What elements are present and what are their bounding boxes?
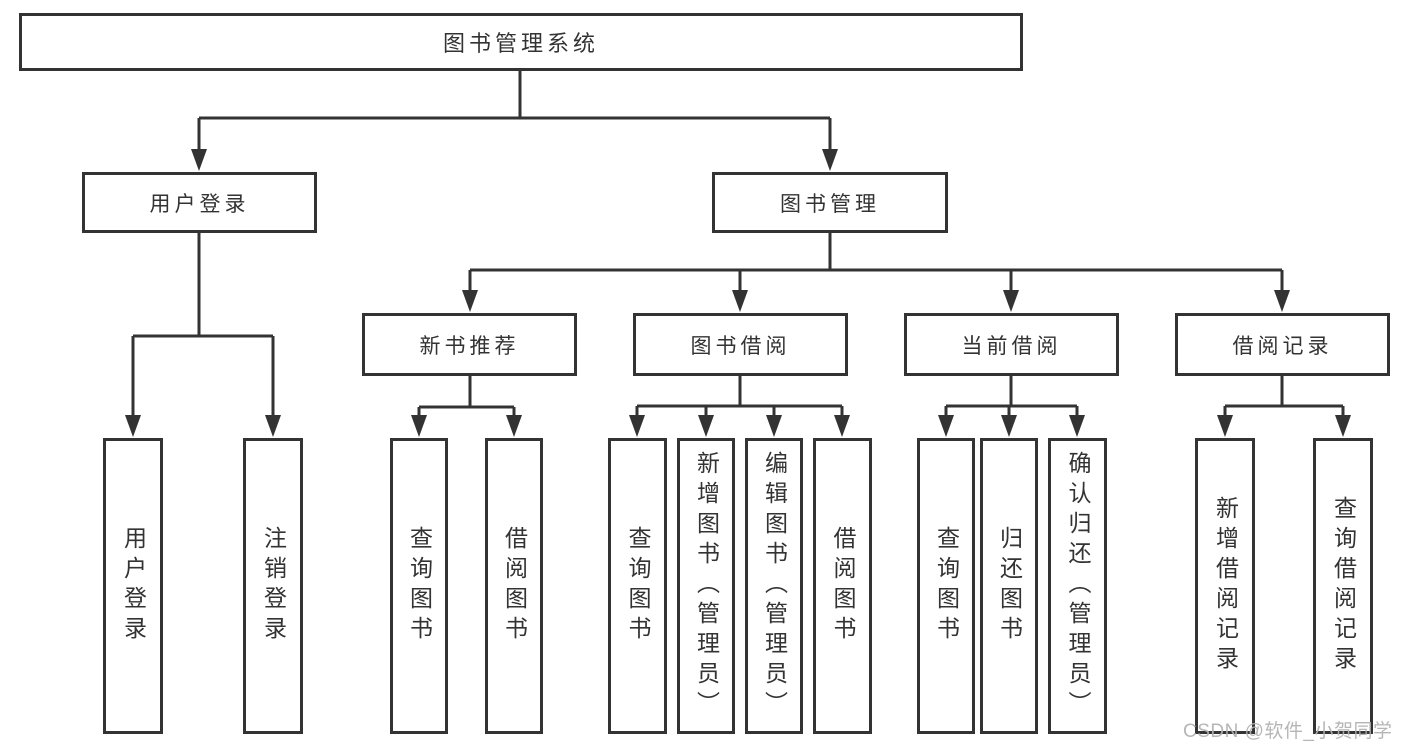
leaf-current-query-book: 查询图书 <box>917 438 975 734</box>
leaf-user-login-label: 用户登录 <box>120 526 147 646</box>
leaf-borrow-add-book-label: 新增图书（管理员） <box>693 451 720 721</box>
node-current-borrow: 当前借阅 <box>904 313 1119 376</box>
leaf-record-add-record-label: 新增借阅记录 <box>1212 496 1239 676</box>
leaf-record-query-record: 查询借阅记录 <box>1313 438 1373 734</box>
leaf-recommend-borrow-book-label: 借阅图书 <box>501 526 528 646</box>
leaf-logout-label: 注销登录 <box>260 526 287 646</box>
leaf-borrow-edit-book-label: 编辑图书（管理员） <box>761 451 788 721</box>
leaf-current-query-book-label: 查询图书 <box>933 526 960 646</box>
leaf-borrow-query-book-label: 查询图书 <box>625 526 651 646</box>
leaf-logout: 注销登录 <box>243 438 303 734</box>
node-root: 图书管理系统 <box>19 13 1023 71</box>
connector-borrow-record <box>1223 376 1345 417</box>
leaf-borrow-add-book: 新增图书（管理员） <box>677 438 735 734</box>
connector-root <box>197 71 832 151</box>
leaf-borrow-query-book: 查询图书 <box>608 438 667 734</box>
leaf-recommend-query-book-label: 查询图书 <box>406 526 433 646</box>
node-new-book-recommend-label: 新书推荐 <box>419 334 520 358</box>
leaf-borrow-borrow-book: 借阅图书 <box>813 438 872 734</box>
node-book-borrow-label: 图书借阅 <box>690 334 791 358</box>
node-book-management-label: 图书管理 <box>780 192 880 216</box>
leaf-borrow-borrow-book-label: 借阅图书 <box>830 526 856 646</box>
leaf-record-query-record-label: 查询借阅记录 <box>1330 496 1357 676</box>
node-current-borrow-label: 当前借阅 <box>961 334 1062 358</box>
leaf-record-add-record: 新增借阅记录 <box>1195 438 1255 734</box>
leaf-current-confirm-return: 确认归还（管理员） <box>1048 438 1107 734</box>
node-book-management: 图书管理 <box>712 172 948 233</box>
node-book-borrow: 图书借阅 <box>633 313 848 376</box>
node-root-label: 图书管理系统 <box>442 31 599 56</box>
leaf-recommend-query-book: 查询图书 <box>390 438 448 734</box>
node-borrow-record-label: 借阅记录 <box>1232 334 1333 358</box>
connector-current-borrow <box>944 376 1079 417</box>
node-user-login: 用户登录 <box>82 172 317 233</box>
watermark: CSDN @软件_小贺同学 <box>1183 721 1393 742</box>
leaf-current-confirm-return-label: 确认归还（管理员） <box>1065 451 1091 721</box>
node-borrow-record: 借阅记录 <box>1175 313 1390 376</box>
leaf-current-return-book: 归还图书 <box>980 438 1038 734</box>
connector-book-borrow <box>635 376 844 417</box>
arrowheads <box>125 149 1351 437</box>
node-new-book-recommend: 新书推荐 <box>362 313 577 376</box>
node-user-login-label: 用户登录 <box>149 192 250 216</box>
leaf-borrow-edit-book: 编辑图书（管理员） <box>745 438 803 734</box>
leaf-recommend-borrow-book: 借阅图书 <box>485 438 543 734</box>
leaf-user-login: 用户登录 <box>103 438 163 734</box>
connector-new-book-recommend <box>417 376 516 417</box>
connector-user-login <box>131 233 275 417</box>
connector-book-management <box>468 233 1284 292</box>
leaf-current-return-book-label: 归还图书 <box>996 526 1023 646</box>
